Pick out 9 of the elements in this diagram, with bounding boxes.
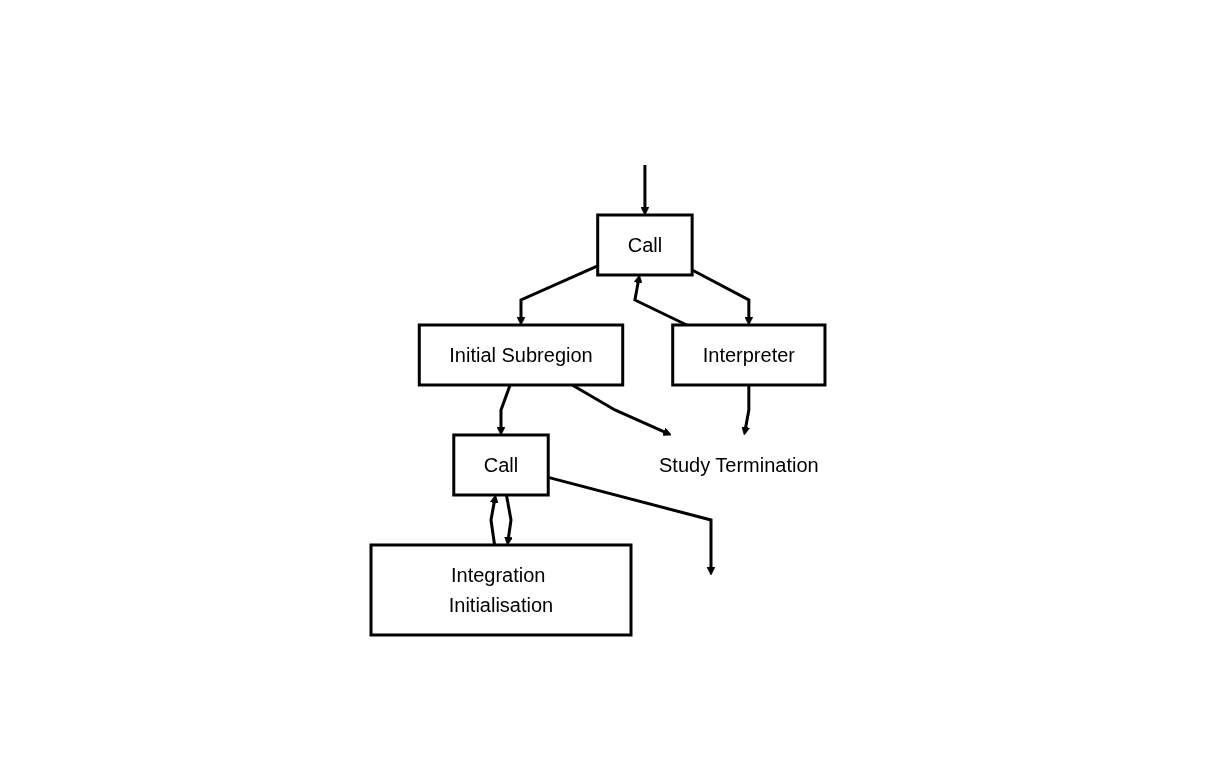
- arrow: [547, 475, 716, 576]
- arrow: [741, 385, 750, 436]
- node-box: Initial Subregion: [417, 323, 624, 387]
- node-box: Call: [451, 433, 550, 497]
- node-box: Integration Initialisation: [369, 543, 633, 637]
- arrow: [640, 165, 649, 216]
- node-box: Interpreter: [670, 323, 827, 387]
- node-text: Study Termination: [658, 453, 819, 476]
- node-box: Call: [595, 213, 694, 277]
